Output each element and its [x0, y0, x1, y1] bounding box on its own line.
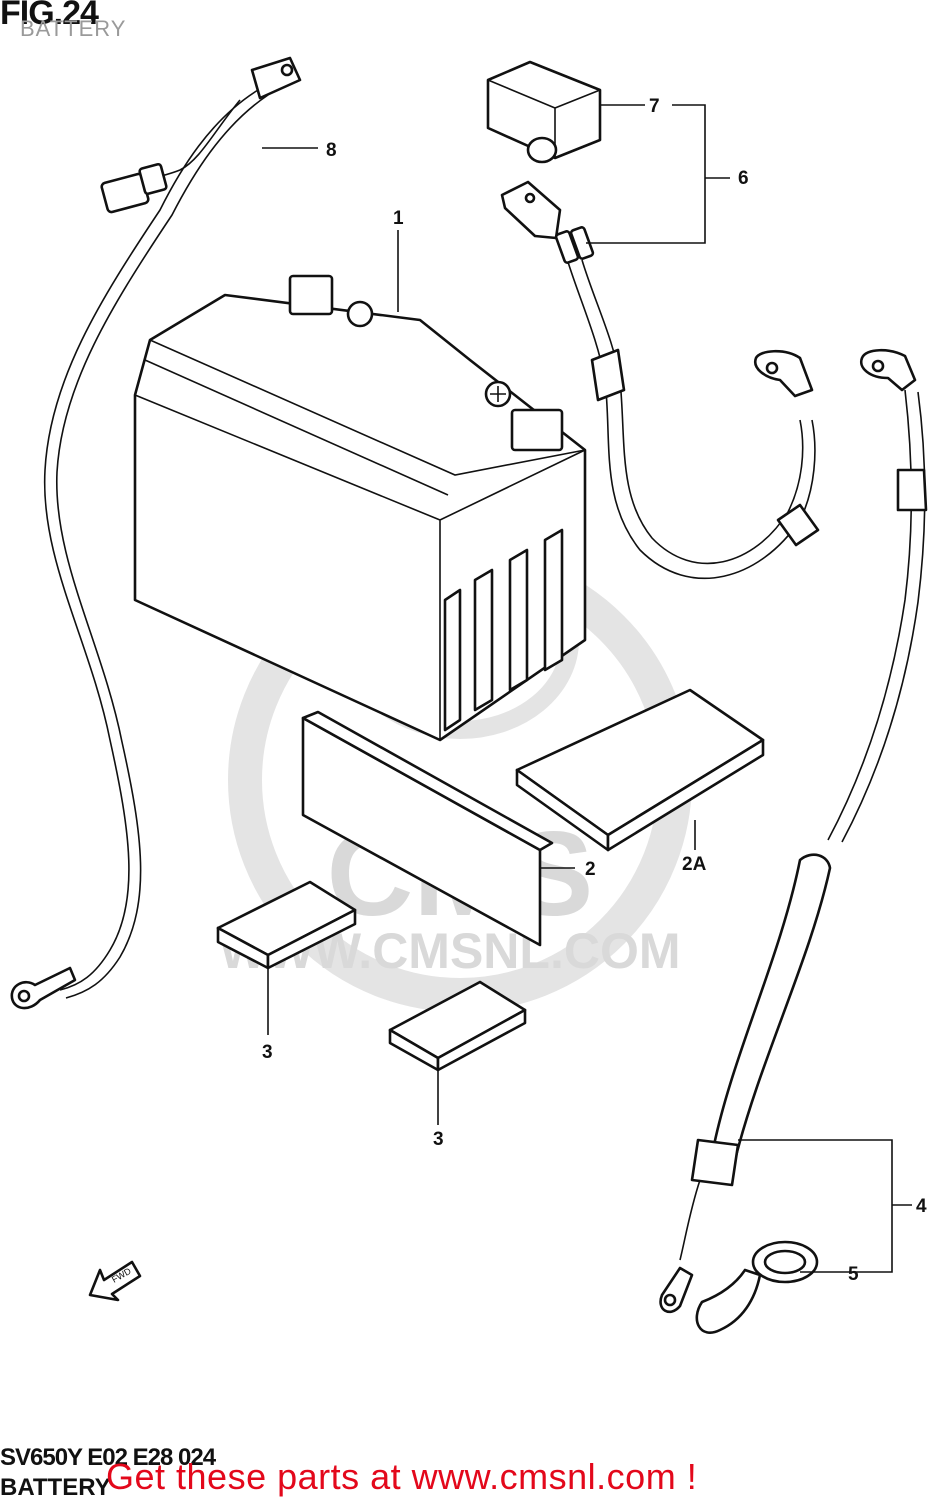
callout-6: 6	[738, 168, 749, 189]
callout-7: 7	[649, 96, 660, 117]
battery-pad-2	[301, 710, 554, 947]
terminal-boot-5	[695, 1240, 819, 1334]
promo-link[interactable]: Get these parts at www.cmsnl.com !	[106, 1456, 698, 1497]
model-code: SV650Y E02 E28 024	[0, 1444, 216, 1471]
callout-3-upper: 3	[262, 1042, 273, 1063]
leader-lines	[262, 104, 912, 1273]
figure-title: FIG.24	[0, 0, 99, 32]
callout-8: 8	[326, 140, 337, 161]
callout-3-lower: 3	[433, 1129, 444, 1150]
battery-1	[133, 274, 587, 742]
positive-lead-wire-6	[500, 180, 820, 580]
callout-5: 5	[848, 1264, 859, 1285]
callout-2a: 2A	[682, 854, 707, 875]
callout-1: 1	[393, 208, 404, 229]
model-section: BATTERY	[0, 1474, 111, 1501]
battery-pad-2a	[515, 688, 765, 852]
callout-4: 4	[916, 1196, 927, 1217]
starter-lead-wire-4	[659, 348, 928, 1314]
negative-lead-wire-8	[10, 56, 302, 1010]
cushion-3-upper	[216, 880, 357, 970]
figure-subtitle: BATTERY	[20, 16, 127, 41]
callout-2: 2	[585, 859, 596, 880]
forward-arrow-icon: FWD	[88, 1260, 142, 1302]
terminal-cap-7	[486, 60, 602, 164]
